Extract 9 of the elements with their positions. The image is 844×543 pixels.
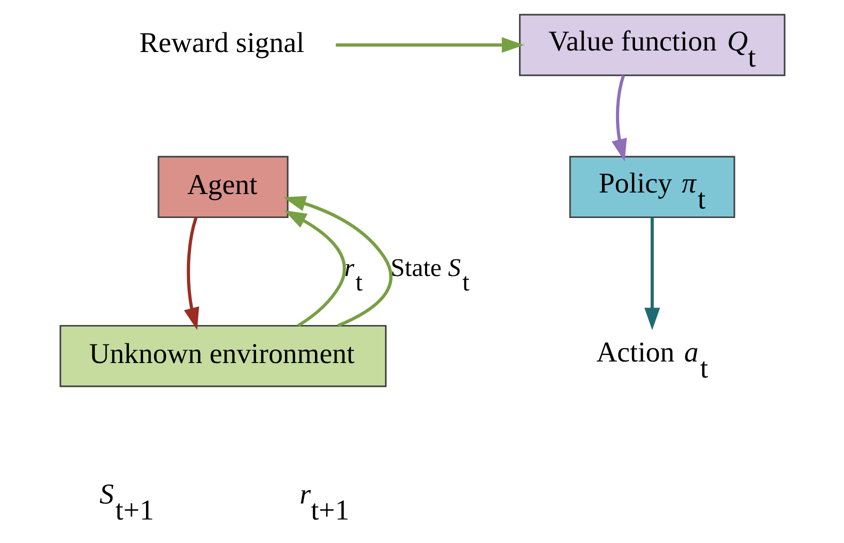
node-text: Reward signal bbox=[138, 26, 304, 59]
node-box: Agent bbox=[157, 156, 288, 218]
node-box: Unknown environment bbox=[59, 324, 386, 388]
arrow bbox=[282, 196, 392, 328]
arrow bbox=[335, 37, 524, 53]
arrow bbox=[183, 217, 199, 330]
arrow bbox=[644, 217, 660, 330]
arrow bbox=[284, 210, 346, 327]
arrow bbox=[611, 74, 626, 162]
